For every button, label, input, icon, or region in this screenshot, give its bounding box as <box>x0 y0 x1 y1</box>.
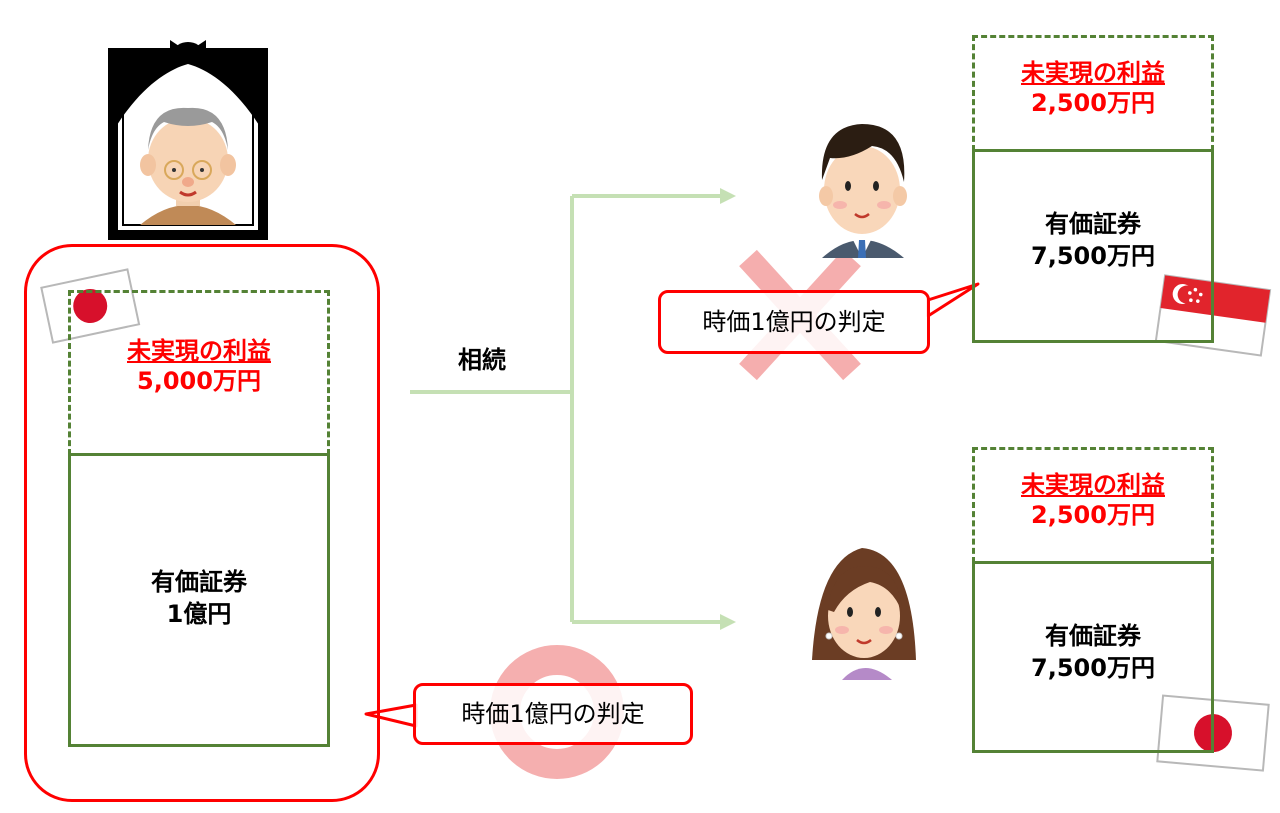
heir-woman-icon <box>812 548 916 680</box>
heir-bottom-securities-amount: 7,500万円 <box>1031 654 1155 682</box>
heir-bottom-unrealized-gain-label: 未実現の利益 <box>1021 471 1165 499</box>
heir-top-securities-text: 有価証券 7,500万円 <box>972 208 1214 272</box>
heir-top-judgement-callout: 時価1億円の判定 <box>658 290 930 354</box>
deceased-asset-frame <box>24 244 380 802</box>
heir-top-unrealized-gain-box <box>972 35 1214 151</box>
deceased-securities-label: 有価証券 <box>151 568 247 596</box>
heir-top-unrealized-gain-amount: 2,500万円 <box>1031 89 1155 117</box>
heir-top-unrealized-gain-text: 未実現の利益 2,500万円 <box>972 58 1214 118</box>
deceased-unrealized-gain-label: 未実現の利益 <box>127 337 271 365</box>
deceased-unrealized-gain-amount: 5,000万円 <box>137 367 261 395</box>
heir-bottom-securities-text: 有価証券 7,500万円 <box>972 620 1214 684</box>
heir-man-icon <box>819 124 907 258</box>
deceased-securities-amount: 1億円 <box>166 600 232 628</box>
inheritance-label: 相続 <box>458 346 506 374</box>
callout-tail-heir <box>926 282 980 318</box>
arrow-head-top <box>720 188 736 204</box>
heir-bottom-securities-label: 有価証券 <box>1045 622 1141 650</box>
deceased-securities-text: 有価証券 1億円 <box>68 566 330 630</box>
memorial-portrait-icon <box>108 40 268 240</box>
inheritance-arrow <box>410 194 720 624</box>
heir-bottom-unrealized-gain-amount: 2,500万円 <box>1031 501 1155 529</box>
heir-top-securities-label: 有価証券 <box>1045 210 1141 238</box>
deceased-unrealized-gain-text: 未実現の利益 5,000万円 <box>68 336 330 396</box>
heir-top-securities-box <box>972 149 1214 343</box>
heir-bottom-securities-box <box>972 561 1214 753</box>
deceased-judgement-callout: 時価1億円の判定 <box>413 683 693 745</box>
heir-bottom-unrealized-gain-text: 未実現の利益 2,500万円 <box>972 470 1214 530</box>
heir-bottom-unrealized-gain-box <box>972 447 1214 563</box>
arrow-head-bottom <box>720 614 736 630</box>
heir-top-unrealized-gain-label: 未実現の利益 <box>1021 59 1165 87</box>
heir-top-securities-amount: 7,500万円 <box>1031 242 1155 270</box>
deceased-securities-box <box>68 453 330 747</box>
